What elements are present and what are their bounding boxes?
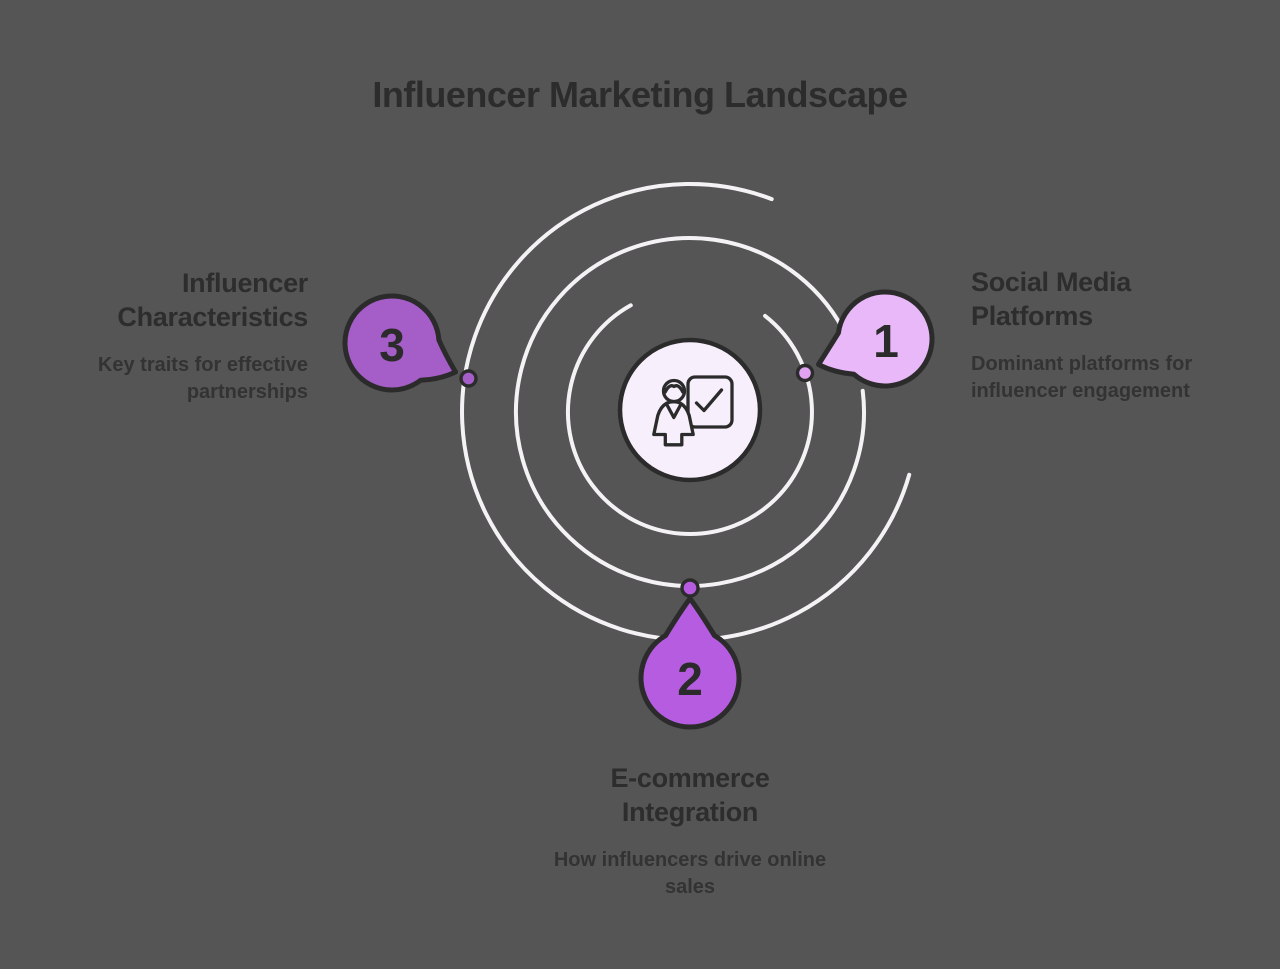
center-circle — [617, 337, 763, 483]
orbit-rings — [460, 182, 912, 642]
orbit-ring-inner — [565, 303, 814, 537]
board-shape — [686, 375, 734, 429]
step-3-dot — [459, 369, 478, 388]
step-3-number: 3 — [379, 319, 405, 371]
step-3-description: Key traits for effective partnerships — [97, 354, 308, 403]
step-2-description: How influencers drive online sales — [553, 849, 827, 898]
step-2-bubble — [638, 596, 742, 730]
person-collar-glyph — [665, 402, 683, 420]
center-node — [617, 337, 763, 483]
step-1-marker: 1 — [816, 289, 935, 389]
step-3-label: Influencer Characteristics Key traits fo… — [48, 266, 308, 406]
step-2-dot — [680, 578, 700, 598]
presenter-checkboard-icon — [652, 375, 734, 447]
step-2-marker: 2 — [638, 596, 742, 730]
step-1-heading: Social Media Platforms — [971, 267, 1131, 331]
page-title: Influencer Marketing Landscape — [372, 74, 908, 115]
step-2-number: 2 — [677, 653, 703, 705]
step-1-dot — [795, 363, 815, 383]
checkmark-glyph — [694, 388, 724, 413]
step-1-number: 1 — [873, 315, 899, 367]
step-1-description: Dominant platforms for influencer engage… — [971, 353, 1193, 402]
step-1-label: Social Media Platforms Dominant platform… — [971, 265, 1221, 405]
step-3-marker: 3 — [342, 293, 458, 393]
step-2-label: E-commerce Integration How influencers d… — [530, 761, 850, 901]
step-1-bubble — [816, 289, 935, 389]
person-hair-glyph — [663, 384, 685, 394]
step-2-heading: E-commerce Integration — [610, 763, 770, 827]
step-3-heading: Influencer Characteristics — [117, 268, 308, 332]
orbit-ring-middle — [514, 236, 866, 589]
step-3-bubble — [342, 293, 458, 393]
orbit-ring-outer — [460, 182, 912, 642]
